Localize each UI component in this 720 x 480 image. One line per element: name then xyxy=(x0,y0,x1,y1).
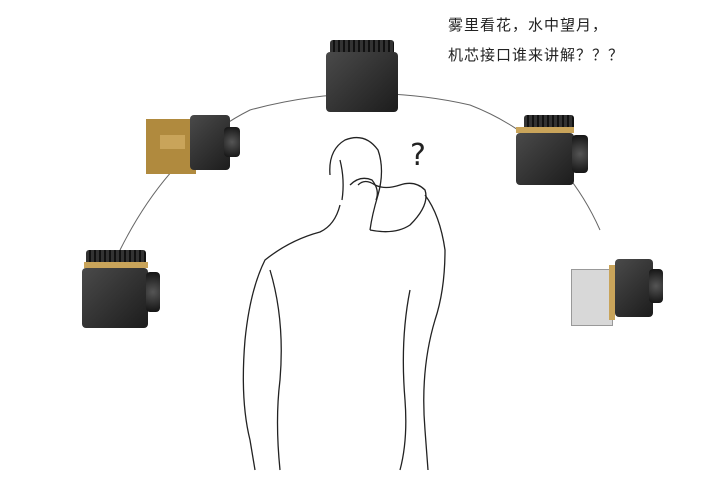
camera-module-top xyxy=(322,40,402,115)
caption-line-1: 雾里看花，水中望月， xyxy=(448,16,609,34)
camera-module-upper-right xyxy=(510,115,590,190)
interface-board xyxy=(571,269,613,326)
camera-module-left xyxy=(80,250,160,330)
question-mark: ? xyxy=(410,138,426,173)
caption-line-2: 机芯接口谁来讲解？？？ xyxy=(448,46,625,64)
camera-module-upper-left xyxy=(140,105,240,185)
camera-module-right xyxy=(565,255,665,330)
thinking-man-sketch xyxy=(242,136,446,471)
